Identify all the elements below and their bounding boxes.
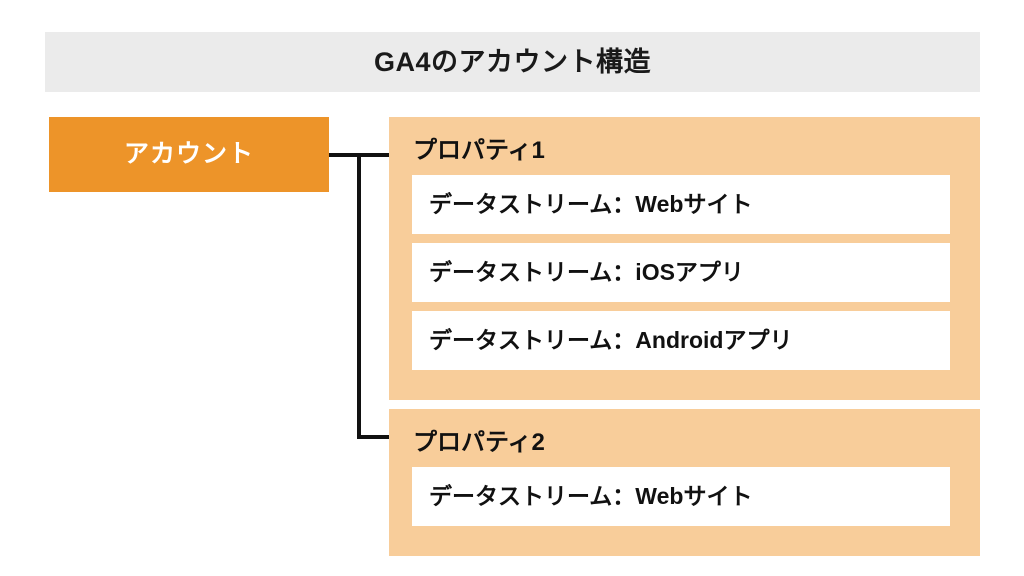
property-node-1-stream-list: データストリーム：Webサイト データストリーム：iOSアプリ データストリーム… xyxy=(389,163,980,370)
data-stream-row: データストリーム：Webサイト xyxy=(412,467,950,526)
property-node-2: プロパティ2 データストリーム：Webサイト xyxy=(389,409,980,556)
data-stream-label: データストリーム：Webサイト xyxy=(429,191,753,217)
connector-line-vertical xyxy=(357,153,361,439)
property-node-2-title: プロパティ2 xyxy=(413,429,545,456)
diagram-title-banner: GA4のアカウント構造 xyxy=(45,32,980,92)
account-node-label: アカウント xyxy=(123,140,254,168)
property-node-2-stream-list: データストリーム：Webサイト xyxy=(389,455,980,526)
data-stream-row: データストリーム：Androidアプリ xyxy=(412,311,950,370)
connector-line-to-property2 xyxy=(357,435,389,439)
property-node-1: プロパティ1 データストリーム：Webサイト データストリーム：iOSアプリ デ… xyxy=(389,117,980,400)
data-stream-label: データストリーム：Webサイト xyxy=(429,483,753,509)
data-stream-label: データストリーム：iOSアプリ xyxy=(429,259,744,285)
account-node: アカウント xyxy=(49,117,329,192)
data-stream-row: データストリーム：iOSアプリ xyxy=(412,243,950,302)
property-node-1-title: プロパティ1 xyxy=(413,137,545,164)
data-stream-row: データストリーム：Webサイト xyxy=(412,175,950,234)
diagram-title: GA4のアカウント構造 xyxy=(373,46,652,77)
data-stream-label: データストリーム：Androidアプリ xyxy=(429,327,793,353)
